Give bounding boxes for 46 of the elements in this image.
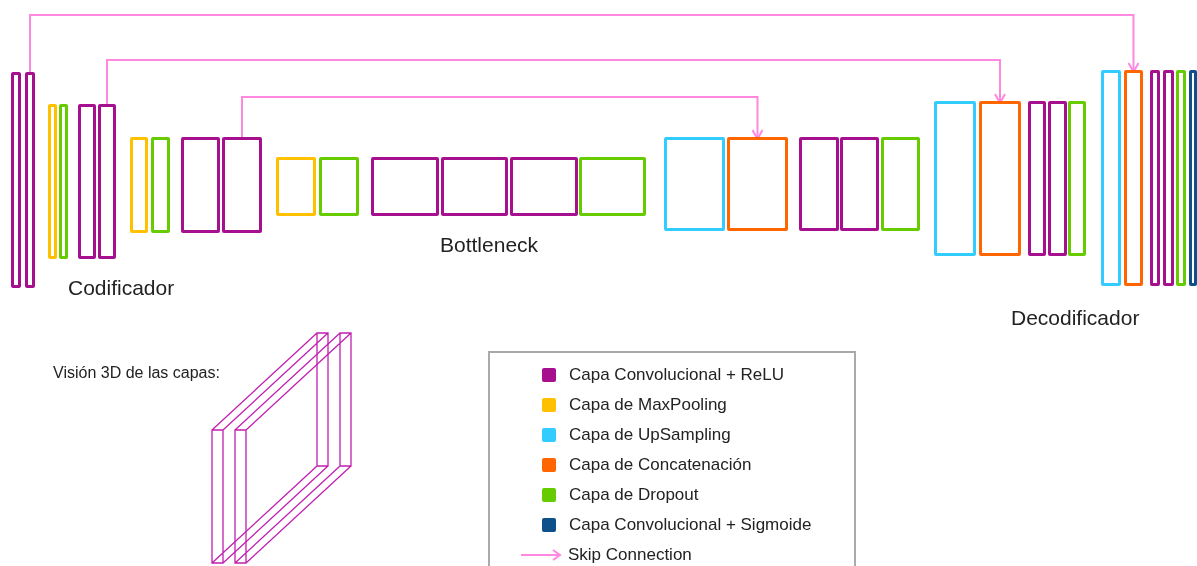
layer-box xyxy=(11,72,21,288)
layer-box xyxy=(664,137,725,231)
legend-label: Capa Convolucional + Sigmoide xyxy=(569,515,812,535)
skip-connection-arrow xyxy=(106,59,1006,105)
legend-label: Capa de UpSampling xyxy=(569,425,731,445)
legend-label: Capa Convolucional + ReLU xyxy=(569,365,784,385)
section-label: Bottleneck xyxy=(440,233,539,257)
layer-box xyxy=(1124,70,1143,286)
layer-box xyxy=(1176,70,1186,286)
layer-box xyxy=(934,101,976,256)
skip-connection-arrow xyxy=(29,14,1140,73)
layer-box xyxy=(1163,70,1174,286)
layer-box xyxy=(441,157,508,216)
layer-box xyxy=(1189,70,1197,286)
layer-box xyxy=(727,137,788,231)
legend-label: Skip Connection xyxy=(568,545,692,565)
layer-box xyxy=(222,137,262,233)
layer-box xyxy=(579,157,646,216)
legend-label: Capa de MaxPooling xyxy=(569,395,727,415)
skip-connection-arrow xyxy=(241,96,764,140)
layer-box xyxy=(1150,70,1160,286)
layer-box xyxy=(799,137,839,231)
drawing-caption: Visión 3D de las capas: xyxy=(53,364,220,382)
section-label: Decodificador xyxy=(1011,306,1140,330)
layer-box xyxy=(319,157,359,216)
layer-box xyxy=(881,137,920,231)
layer-box xyxy=(130,137,148,233)
layer-box xyxy=(276,157,316,216)
layer-box xyxy=(151,137,170,233)
layer-box xyxy=(371,157,439,216)
layer-box xyxy=(181,137,220,233)
layer-box xyxy=(1028,101,1046,256)
legend-label: Capa de Dropout xyxy=(569,485,699,505)
layer-box xyxy=(979,101,1021,256)
section-label: Codificador xyxy=(68,276,175,300)
layer-box xyxy=(510,157,578,216)
layer-box xyxy=(78,104,96,259)
layer-box xyxy=(59,104,68,259)
layer-box xyxy=(840,137,879,231)
legend-label: Capa de Concatenación xyxy=(569,455,752,475)
layer-box xyxy=(25,72,35,288)
layer-box xyxy=(1101,70,1121,286)
layer-box xyxy=(1048,101,1067,256)
layer-box xyxy=(98,104,116,259)
layer-box xyxy=(1068,101,1086,256)
layer-box xyxy=(48,104,57,259)
